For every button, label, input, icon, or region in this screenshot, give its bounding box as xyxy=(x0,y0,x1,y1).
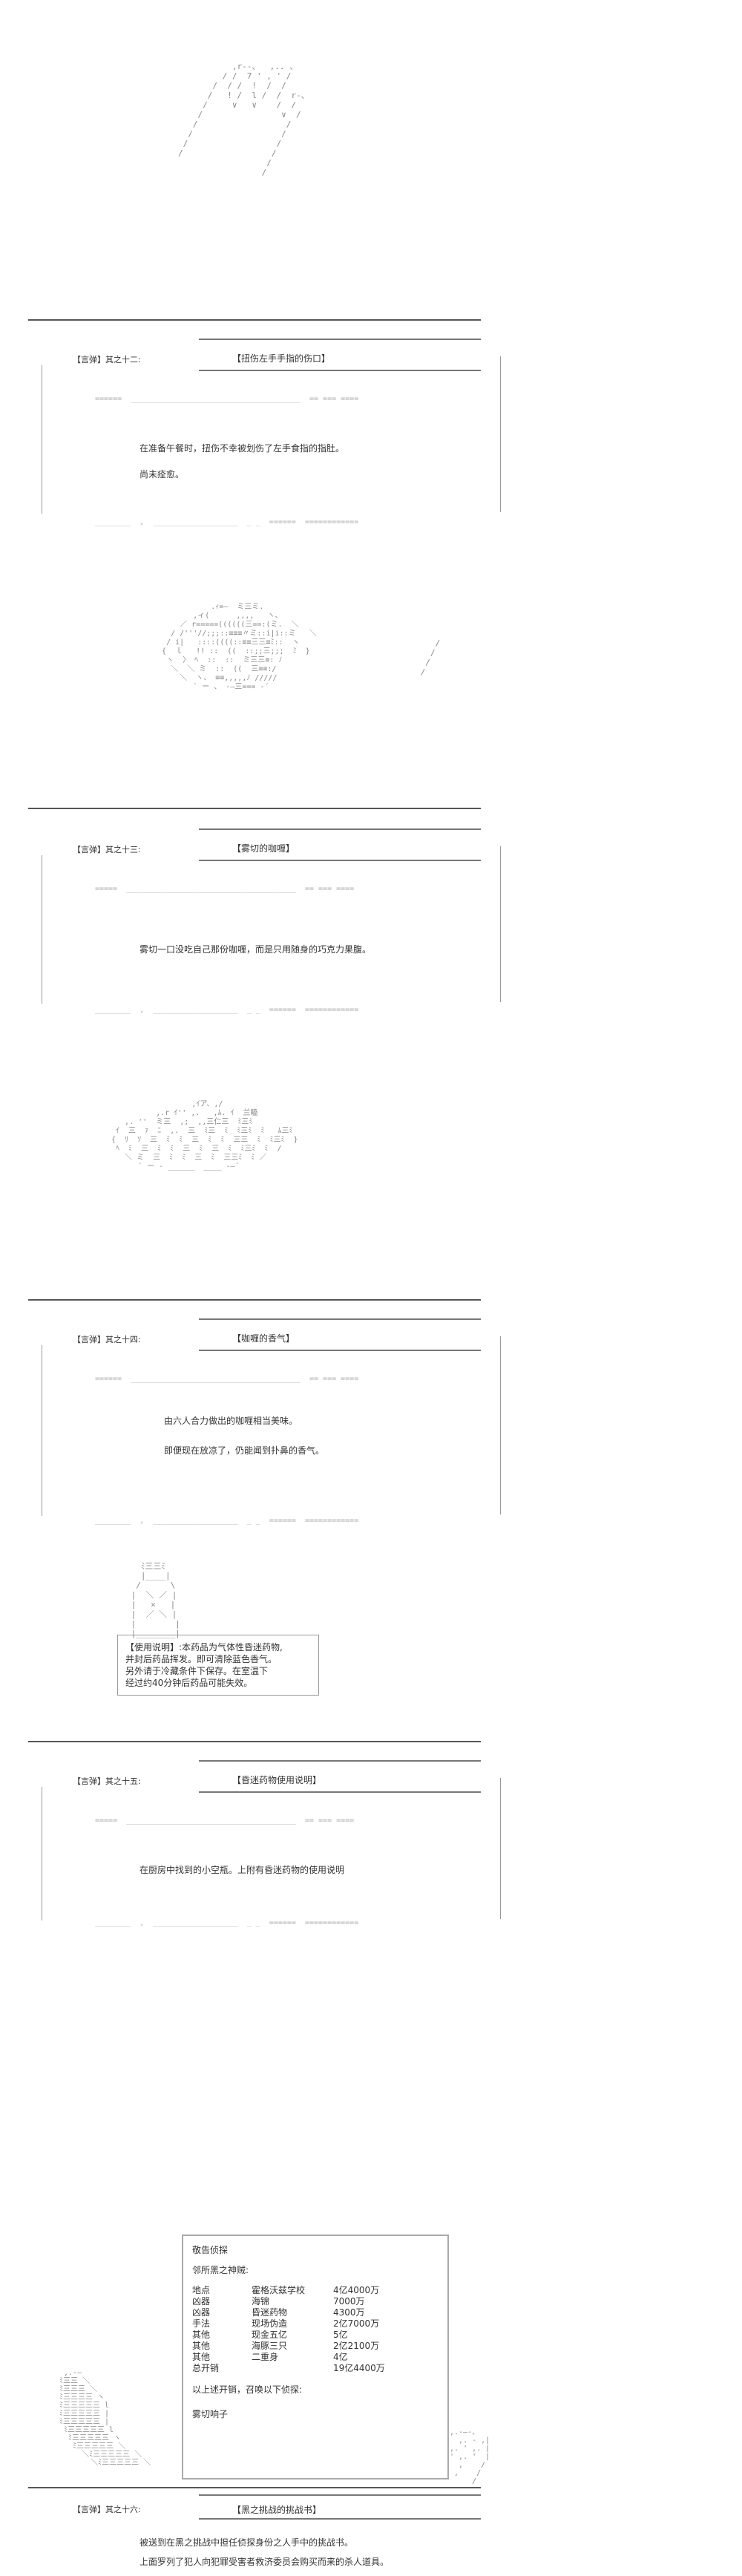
frame-right xyxy=(490,846,501,1002)
hand-ascii-art: ,r-‐、 ,.. 、 / / 7 ' , ' / / / / ! / / / … xyxy=(178,62,309,177)
frame-left xyxy=(42,1787,53,1920)
evidence-panel-13: 【言弹】其之十三: 【雾切的咖喱】 ===== ________________… xyxy=(28,817,525,1017)
letter-greeting: 敬告侦探 xyxy=(192,2245,229,2255)
evidence-panel-16-body: 【言弹】其之十六: 【黑之挑战的挑战书】 被送到在黑之挑战中担任侦探身份之人手中… xyxy=(28,2493,525,2575)
letter-subtitle: 邻所黑之神贼: xyxy=(192,2265,249,2275)
curry-ascii-art: .ｨ=― ミ三ミ. ,ィ( ,,,, ヽ、 ／ r=====((((((三==:… xyxy=(162,603,317,691)
title-frame xyxy=(199,1318,481,1351)
evidence-tag: 【言弹】其之十六: xyxy=(73,2505,141,2514)
frame-right xyxy=(490,356,501,512)
note-line: 另外请于冷藏条件下保存。在室温下 xyxy=(125,1666,269,1676)
dash-decoration: ====== _________________________________… xyxy=(95,395,359,403)
separator-line xyxy=(28,808,481,809)
note-line: 经过约40分钟后药品可能失效。 xyxy=(125,1678,253,1688)
hands-ascii-art: ,.-― ﾐ三三 ＼ ﾐ三三三 ＼ ﾐ三三三三 ヽ ﾐ三三三三三 l ﾐ三三三三… xyxy=(59,2369,151,2467)
separator-line xyxy=(28,319,481,321)
frame-left xyxy=(42,855,53,1004)
dash-decoration: ________ , ___________________ _ _ =====… xyxy=(95,1006,359,1014)
evidence-line: 即便现在放凉了，仍能闻到扑鼻的香气。 xyxy=(164,1445,325,1456)
dash-decoration: ===== __________________________________… xyxy=(95,885,355,893)
curry-pot-ascii-art: ,ｲア、,/ ,.r ｲ'' ,. ,ﾑ. ｲ 兰瞌 ,. '' ミ三 ,; ,… xyxy=(111,1100,298,1171)
dash-decoration: ________ , ___________________ _ _ =====… xyxy=(95,518,359,526)
title-frame xyxy=(199,339,481,371)
note-line: 【使用说明】:本药品为气体性昏迷药物, xyxy=(125,1642,283,1653)
note-line: 并封后药品挥发。即可清除蓝色香气。 xyxy=(125,1654,278,1664)
spoon-ascii-art: / / / / xyxy=(420,638,441,677)
dash-decoration: ===== __________________________________… xyxy=(95,1817,355,1825)
evidence-title: 【昏迷药物使用说明】 xyxy=(232,1775,322,1785)
evidence-line: 上面罗列了犯人向犯罪受害者救济委员会购买而来的杀人道具。 xyxy=(139,2557,390,2567)
evidence-panel-15: 【言弹】其之十五: 【昏迷药物使用说明】 ===== _____________… xyxy=(28,1748,525,1934)
dash-decoration: ________ , ___________________ _ _ =====… xyxy=(95,1919,359,1927)
letter-closing: 以上述开销，召唤以下侦探: xyxy=(192,2384,303,2395)
evidence-title: 【扭伤左手手指的伤口】 xyxy=(232,353,331,364)
evidence-tag: 【言弹】其之十四: xyxy=(73,1335,141,1344)
evidence-line: 由六人合力做出的咖喱相当美味。 xyxy=(164,1416,298,1426)
evidence-line: 尚未痊愈。 xyxy=(139,469,185,480)
bottle-ascii-art: ﾐ三三ﾐ |____| / \ | ＼ ／ | | × | | ／ ＼ | | … xyxy=(131,1561,180,1638)
evidence-line: 在厨房中找到的小空瓶。上附有昏迷药物的使用说明 xyxy=(139,1865,345,1875)
title-frame xyxy=(199,2494,481,2520)
evidence-line: 被送到在黑之挑战中担任侦探身份之人手中的挑战书。 xyxy=(139,2537,354,2548)
dash-decoration: ====== _________________________________… xyxy=(95,1375,359,1383)
evidence-line: 在准备午餐时，扭伤不幸被划伤了左手食指的指肚。 xyxy=(139,443,345,454)
right-hand-ascii-art: ,.-―-、 / ,. - ,| ,. ' ,. | ' ,. ' | , / … xyxy=(445,2428,490,2485)
evidence-title: 【咖喱的香气】 xyxy=(232,1333,295,1344)
evidence-line: 雾切一口没吃自己那份咖喱，而是只用随身的巧克力果腹。 xyxy=(139,944,372,955)
evidence-panel-12: 【言弹】其之十二: 【扭伤左手手指的伤口】 ====== ___________… xyxy=(28,327,525,527)
letter-signature: 雾切响子 xyxy=(192,2409,229,2419)
frame-left xyxy=(42,1345,53,1516)
title-frame xyxy=(199,828,481,861)
evidence-tag: 【言弹】其之十五: xyxy=(73,1776,141,1786)
separator-line xyxy=(28,2487,481,2488)
title-frame xyxy=(199,1760,481,1793)
dash-decoration: ________ , ___________________ _ _ =====… xyxy=(95,1517,359,1525)
evidence-panel-14: 【言弹】其之十四: 【咖喱的香气】 ====== _______________… xyxy=(28,1307,525,1529)
evidence-tag: 【言弹】其之十三: xyxy=(73,845,141,854)
usage-instructions-note: 【使用说明】:本药品为气体性昏迷药物, 并封后药品挥发。即可清除蓝色香气。 另外… xyxy=(117,1635,319,1696)
evidence-title: 【雾切的咖喱】 xyxy=(232,843,295,854)
frame-left xyxy=(42,365,53,514)
evidence-title: 【黑之挑战的挑战书】 xyxy=(232,2505,322,2515)
separator-line xyxy=(28,1299,481,1301)
frame-right xyxy=(490,1336,501,1514)
separator-line xyxy=(28,1741,481,1742)
frame-right xyxy=(490,1778,501,1919)
evidence-tag: 【言弹】其之十二: xyxy=(73,355,141,365)
